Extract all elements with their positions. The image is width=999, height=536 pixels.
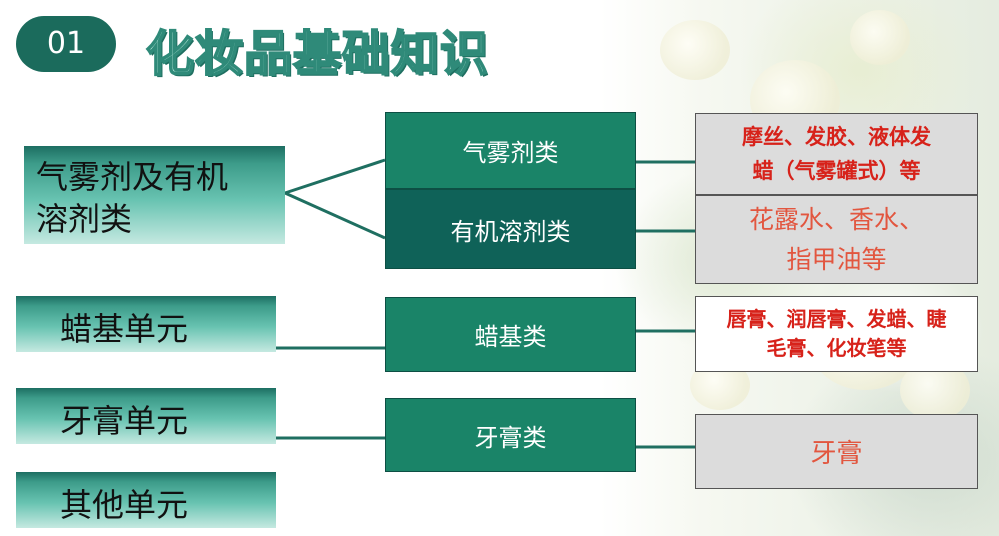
- examples-toothpaste-box: 牙膏: [695, 414, 978, 489]
- category-aerosol-line1: 气雾剂及有机: [36, 158, 229, 196]
- category-other-label: 其他单元: [60, 486, 189, 524]
- type-organic-solvent-label: 有机溶剂类: [450, 217, 571, 246]
- examples-wax-box: 唇膏、润唇膏、发蜡、睫 毛膏、化妆笔等: [695, 296, 978, 372]
- examples-organic-solvent-box: 花露水、香水、 指甲油等: [695, 195, 978, 284]
- type-toothpaste-box: 牙膏类: [385, 398, 636, 472]
- examples-organic-line2: 指甲油等: [786, 244, 887, 274]
- type-wax-box: 蜡基类: [385, 297, 636, 372]
- category-other: 其他单元: [16, 472, 276, 528]
- examples-wax-line1: 唇膏、润唇膏、发蜡、睫: [726, 307, 947, 331]
- category-aerosol-line2: 溶剂类: [36, 200, 133, 238]
- section-number-badge: 01: [16, 16, 116, 72]
- examples-wax-line2: 毛膏、化妆笔等: [766, 336, 907, 360]
- examples-organic-line1: 花露水、香水、: [748, 204, 924, 234]
- examples-toothpaste-label: 牙膏: [810, 439, 863, 469]
- connector-organic: [284, 191, 386, 240]
- category-wax-label: 蜡基单元: [60, 310, 189, 348]
- examples-aerosol-line2: 蜡（气雾罐式）等: [752, 159, 921, 183]
- examples-aerosol-box: 摩丝、发胶、液体发 蜡（气雾罐式）等: [695, 113, 978, 195]
- examples-aerosol-line1: 摩丝、发胶、液体发: [742, 125, 931, 149]
- category-toothpaste: 牙膏单元: [16, 388, 276, 444]
- type-aerosol-box: 气雾剂类: [385, 112, 636, 189]
- type-toothpaste-label: 牙膏类: [474, 423, 547, 452]
- category-aerosol-organic: 气雾剂及有机 溶剂类: [24, 146, 285, 244]
- page-title: 化妆品基础知识: [145, 25, 490, 83]
- category-toothpaste-label: 牙膏单元: [60, 402, 189, 440]
- connector-aerosol: [284, 158, 386, 195]
- type-organic-solvent-box: 有机溶剂类: [385, 189, 636, 269]
- category-wax: 蜡基单元: [16, 296, 276, 352]
- type-aerosol-label: 气雾剂类: [462, 139, 559, 167]
- type-wax-label: 蜡基类: [474, 323, 547, 351]
